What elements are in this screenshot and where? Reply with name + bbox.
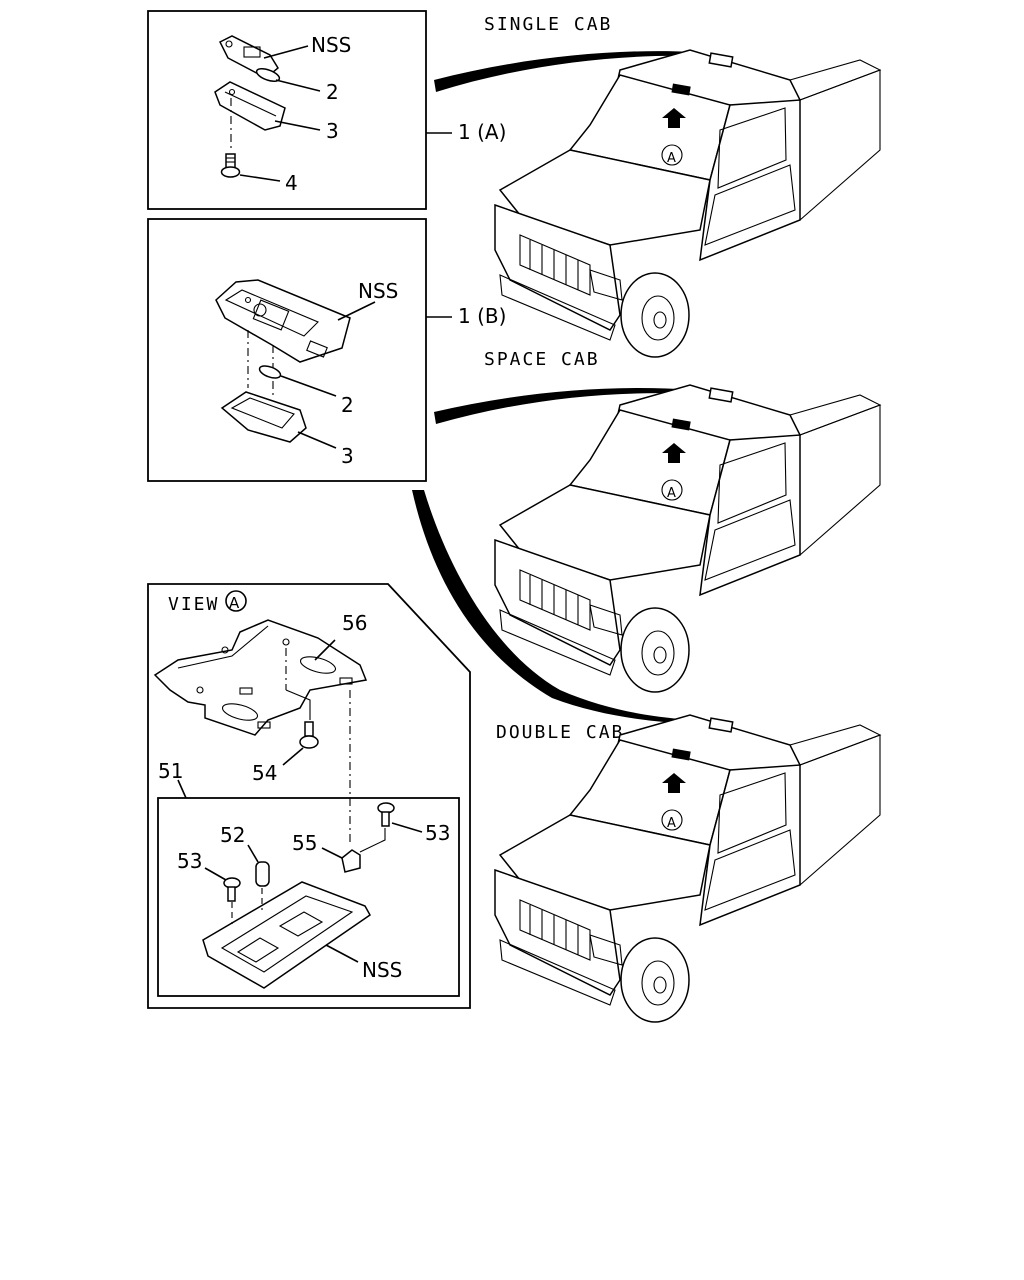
leader-a-nss: [263, 45, 309, 59]
label-a-nss: NSS: [311, 33, 351, 57]
leader-c-56: [314, 639, 336, 661]
label-c-55: 55: [292, 831, 317, 855]
label-b-nss: NSS: [358, 279, 398, 303]
room-lamp-assembly: [202, 881, 371, 989]
view-marker: A: [225, 590, 247, 612]
label-c-53b: 53: [425, 821, 450, 845]
lens-a: [214, 81, 286, 131]
leader-b-2: [280, 375, 337, 397]
marker-a-single: A: [667, 151, 676, 166]
leader-b-nss: [337, 301, 376, 321]
detail-box-c-frame: [147, 583, 471, 1009]
alignment-line-c2: [285, 689, 311, 720]
screw-a: [220, 153, 241, 178]
swoosh-single: [434, 51, 695, 92]
leader-c-53b: [391, 822, 423, 833]
screw-53-right: [377, 802, 395, 827]
marker-a-space: A: [667, 486, 676, 501]
detail-box-b: NSS 2 3 1 (B): [147, 218, 506, 482]
view-caption: VIEW: [168, 594, 219, 615]
leader-a-4: [239, 174, 281, 182]
label-a-2: 2: [326, 80, 339, 104]
lens-b: [220, 391, 307, 443]
caption-space-cab: SPACE CAB: [484, 349, 600, 370]
marker-a-double: A: [667, 816, 676, 831]
leader-a-2: [275, 79, 321, 92]
lamp-housing-b: [215, 279, 351, 363]
caption-double-cab: DOUBLE CAB: [496, 722, 624, 743]
screw-54: [299, 721, 319, 749]
detail-box-c: VIEW A 56 54 51: [147, 583, 471, 1009]
label-c-nss: NSS: [362, 958, 402, 982]
label-c-56: 56: [342, 611, 367, 635]
leader-c-51: [177, 779, 187, 799]
label-b-3: 3: [341, 444, 354, 468]
detail-box-b-frame: [147, 218, 427, 482]
label-c-53a: 53: [177, 849, 202, 873]
leader-c-52: [247, 844, 259, 863]
detail-box-a-frame: [147, 10, 427, 210]
label-a-3: 3: [326, 119, 339, 143]
truck-space-cab: A: [494, 384, 881, 693]
leader-c-53a: [204, 867, 227, 881]
screw-53-left: [223, 877, 241, 902]
truck-single-cab: A: [494, 49, 881, 358]
leader-c-nss: [325, 944, 359, 963]
clip-55: [341, 849, 361, 873]
swoosh-double: [412, 490, 695, 724]
label-a-4: 4: [285, 171, 298, 195]
label-c-51: 51: [158, 759, 183, 783]
assembly-box-51: [157, 797, 460, 997]
alignment-line-c6: [359, 828, 386, 853]
ref-a-label: 1 (A): [458, 120, 506, 144]
leader-a-3: [274, 120, 321, 131]
bulb-b: [258, 365, 282, 379]
detail-box-a: NSS 2 3 4 1 (A): [147, 10, 506, 210]
lamp-housing-a: [218, 35, 279, 79]
label-c-54: 54: [252, 761, 277, 785]
leader-c-54: [282, 747, 304, 766]
label-c-52: 52: [220, 823, 245, 847]
view-marker-letter: A: [229, 594, 240, 612]
leader-b-3: [297, 431, 337, 449]
leader-c-55: [321, 847, 343, 859]
bulb-a: [255, 68, 281, 82]
ref-b-label: 1 (B): [458, 304, 506, 328]
truck-double-cab: A: [494, 714, 881, 1023]
label-b-2: 2: [341, 393, 354, 417]
bulb-52: [255, 861, 270, 887]
roof-bracket: [153, 619, 368, 736]
caption-single-cab: SINGLE CAB: [484, 14, 612, 35]
